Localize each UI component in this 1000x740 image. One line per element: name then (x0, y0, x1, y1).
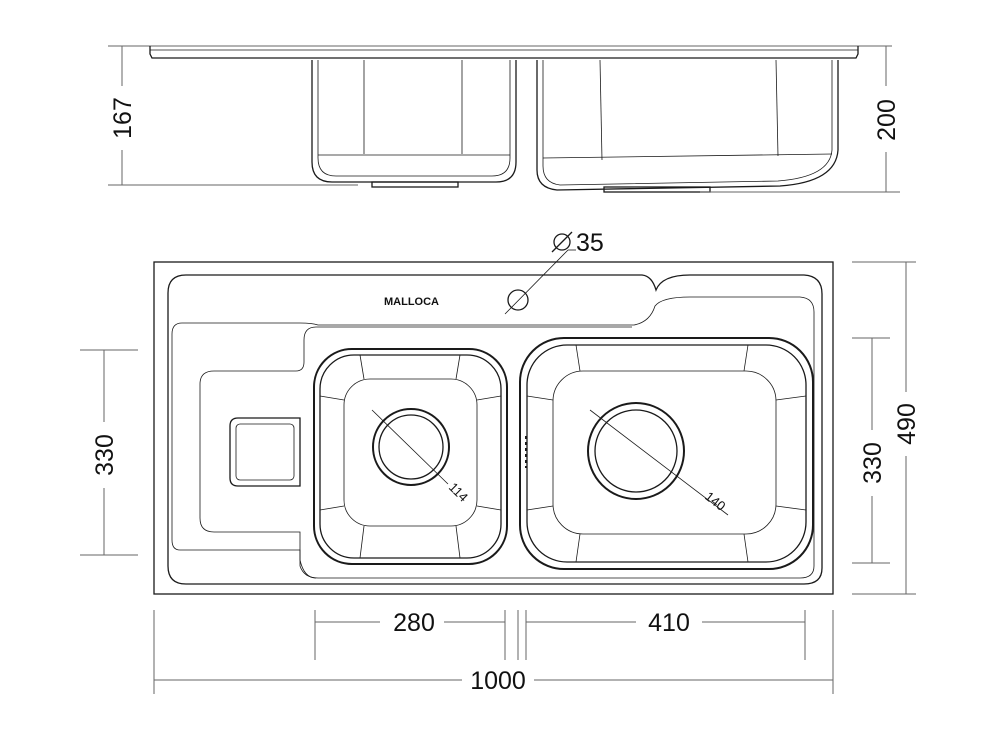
dim-overall-depth: 490 (852, 261, 921, 595)
dim-left-depth-label: 167 (109, 97, 137, 139)
dim-right-bowl-width: 410 (525, 609, 806, 660)
right-drain-label: 140 (702, 489, 728, 514)
dim-left-depth: 167 (108, 46, 358, 186)
tap-hole: 35 (504, 229, 604, 315)
right-bowl: 140 (519, 337, 814, 570)
dim-right-bowl-height: 330 (852, 337, 890, 564)
dim-left-bowl-height: 330 (80, 349, 138, 556)
dim-right-depth-label: 200 (873, 99, 901, 141)
dim-overall-width-label: 1000 (470, 667, 526, 695)
side-left-bowl (311, 60, 517, 188)
left-drain: 114 (371, 408, 471, 505)
dim-left-bowl-width: 280 (314, 609, 506, 660)
brand-label: MALLOCA (384, 296, 439, 308)
overflow-cutout (229, 417, 301, 487)
tap-hole-label: 35 (576, 229, 604, 257)
side-view: 167 200 (108, 45, 901, 193)
right-drain: 140 (587, 402, 728, 516)
dim-right-depth: 200 (700, 46, 901, 193)
dim-left-bowl-width-label: 280 (393, 609, 435, 637)
dim-right-bowl-height-label: 330 (859, 442, 887, 484)
left-bowl: 114 (313, 348, 508, 565)
dim-overall-depth-label: 490 (893, 403, 921, 445)
top-view: MALLOCA 35 11 (80, 229, 921, 695)
side-right-bowl (536, 59, 839, 193)
dim-right-bowl-width-label: 410 (648, 609, 690, 637)
dim-left-bowl-height-label: 330 (91, 434, 119, 476)
dim-overall-width: 1000 (153, 610, 834, 695)
sink-outline (153, 261, 834, 595)
left-drain-label: 114 (446, 480, 471, 505)
